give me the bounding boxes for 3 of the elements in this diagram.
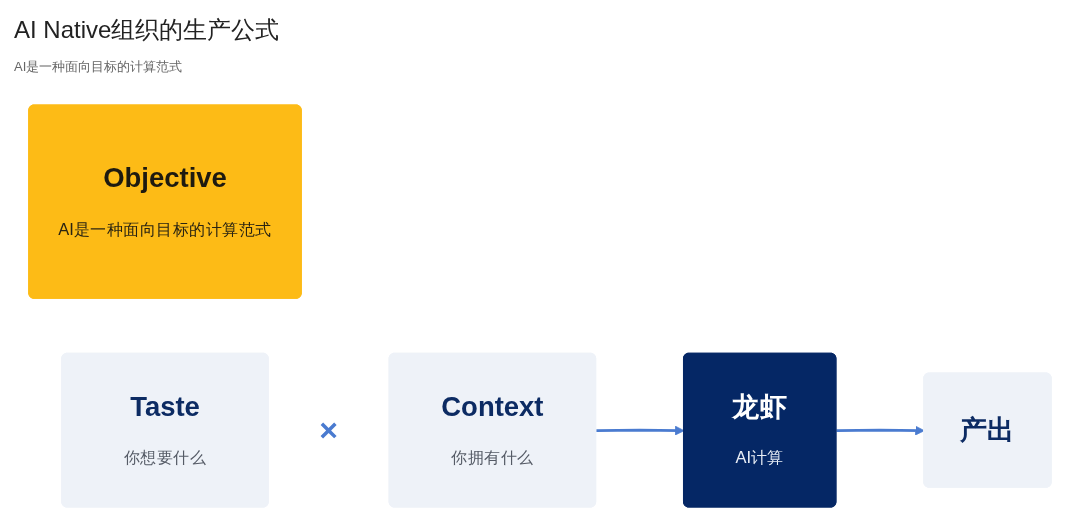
- multiply-sign: ×: [319, 414, 338, 447]
- subtitle: AI是一种面向目标的计算范式: [14, 58, 184, 76]
- title: AI Native组织的生产公式: [14, 15, 280, 45]
